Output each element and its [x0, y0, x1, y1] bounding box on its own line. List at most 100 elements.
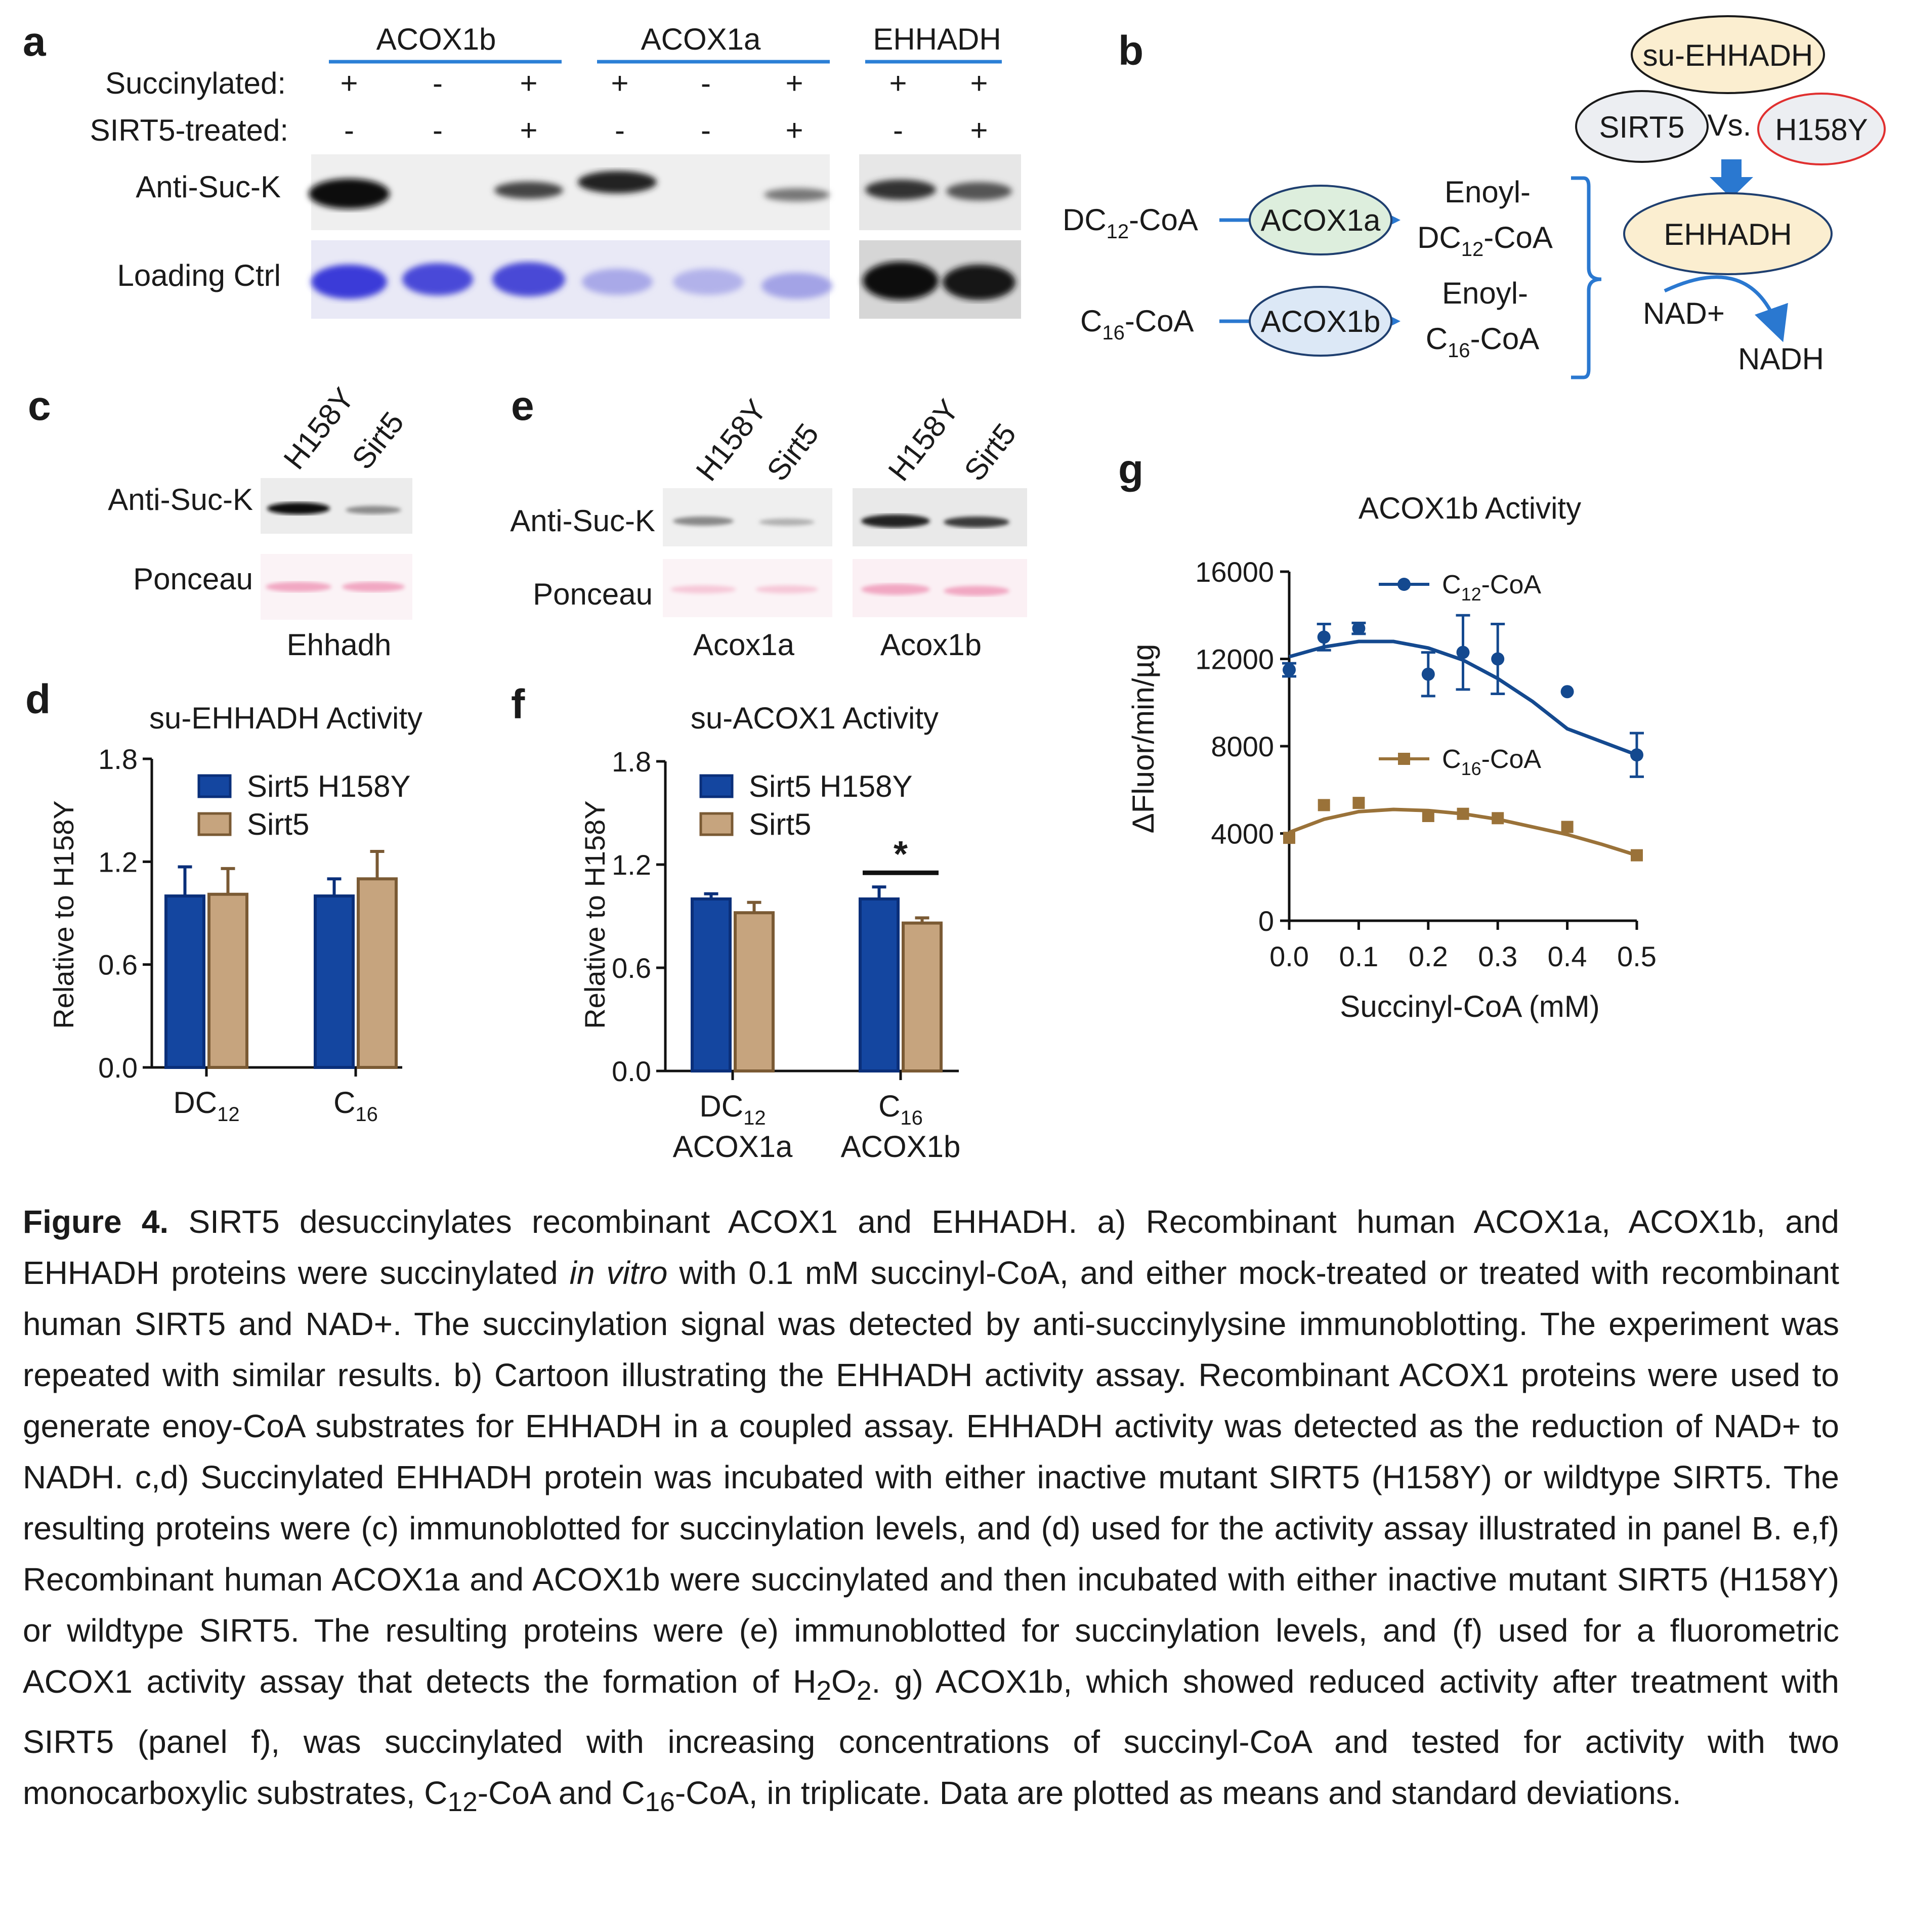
bar — [164, 894, 205, 1069]
row-label-ponceau: Ponceau — [133, 562, 253, 596]
enzyme-acox1a-oval — [1249, 185, 1392, 255]
data-point — [1352, 797, 1365, 809]
bar — [357, 877, 398, 1069]
x-tick-label: 0.4 — [1548, 940, 1587, 972]
lane-label-sirt5: Sirt5 — [345, 406, 410, 476]
y-tick-label: 1.2 — [98, 846, 138, 878]
significance-star: * — [894, 834, 908, 875]
down-arrow-icon — [1710, 159, 1753, 198]
su-ehhadh-label: su-EHHADH — [1643, 38, 1813, 72]
panel-g-label: g — [1118, 446, 1143, 492]
sign-cell: - — [701, 113, 711, 147]
data-point — [1560, 685, 1574, 699]
panel-d-label: d — [25, 676, 51, 722]
protein-label-acox1a: Acox1a — [693, 628, 795, 662]
x-tick-label-sub: 12 — [743, 1107, 766, 1129]
bar — [859, 897, 900, 1072]
x-tick-label: 0.1 — [1339, 940, 1378, 972]
legend-marker — [1397, 578, 1411, 591]
caption-sub: 2 — [816, 1676, 832, 1706]
y-tick-label: 0 — [1258, 905, 1274, 937]
group-label-acox1a: ACOX1a — [641, 22, 761, 56]
y-axis-label: Relative to H158Y — [579, 800, 611, 1028]
group-label-ehhadh: EHHADH — [873, 22, 1001, 56]
legend-label: C16-CoA — [1442, 745, 1541, 779]
data-point — [1631, 849, 1643, 862]
caption-text: -CoA, in triplicate. Data are plotted as… — [674, 1774, 1681, 1811]
x-tick-label-line2: ACOX1b — [841, 1130, 961, 1164]
sign-row-succinylated: + - + + - + + + — [340, 66, 988, 100]
vs-label: Vs. — [1708, 108, 1752, 142]
sign-cell: + — [970, 113, 988, 147]
sign-cell: + — [889, 66, 907, 100]
y-axis-label: Relative to H158Y — [48, 800, 79, 1028]
blot-loading-ctrl — [311, 240, 1021, 319]
legend-label-main: C — [1442, 570, 1461, 599]
row-label-anti-suc-k: Anti-Suc-K — [108, 483, 253, 517]
data-point — [1421, 667, 1435, 681]
bar — [734, 911, 775, 1072]
bar — [207, 892, 248, 1069]
sign-cell: + — [785, 66, 803, 100]
x-tick-label: 0.5 — [1617, 940, 1657, 972]
panel-d: d su-EHHADH Activity Relative to H158Y 0… — [25, 676, 422, 1126]
su-ehhadh-oval — [1631, 15, 1825, 94]
nadh-label: NADH — [1738, 342, 1824, 376]
data-point — [1456, 646, 1470, 659]
h158y-oval — [1757, 93, 1886, 165]
legend-swatch — [699, 774, 734, 798]
data-point — [1457, 807, 1469, 820]
lane-label-h158y: H158Y — [277, 381, 361, 476]
x-tick-label: DC12 — [173, 1086, 239, 1126]
panel-a-label: a — [23, 19, 47, 65]
bracket — [1571, 176, 1602, 379]
figure: a ACOX1b ACOX1a EHHADH Succinylated: SIR… — [23, 15, 1886, 1164]
x-tick-label: 0.3 — [1478, 940, 1517, 972]
sign-cell: + — [520, 66, 537, 100]
legend-label-sub: 12 — [1461, 584, 1481, 605]
sign-cell: - — [615, 113, 625, 147]
caption-text: with 0.1 mM succinyl-CoA, and either moc… — [23, 1255, 1840, 1700]
panel-a: a ACOX1b ACOX1a EHHADH Succinylated: SIR… — [23, 19, 1021, 319]
panel-e: e H158Y Sirt5 H158Y Sirt5 Anti-Suc-K Pon… — [510, 383, 1027, 662]
row-label-anti-suc-k: Anti-Suc-K — [136, 170, 281, 204]
data-point — [1318, 799, 1330, 811]
row-label-loading-ctrl: Loading Ctrl — [117, 259, 281, 292]
enzyme-acox1b-label: ACOX1b — [1261, 305, 1381, 338]
lane-label-h158y: H158Y — [881, 393, 965, 487]
x-tick-label: 0.0 — [1269, 940, 1309, 972]
enzyme-acox1a-label: ACOX1a — [1261, 203, 1381, 237]
h158y-label: H158Y — [1775, 113, 1868, 147]
chart-title: ACOX1b Activity — [1359, 491, 1581, 525]
caption-title: Figure 4. — [23, 1204, 169, 1240]
data-point — [1283, 832, 1295, 844]
legend-swatch — [197, 812, 232, 836]
x-tick-label-main: DC — [699, 1089, 743, 1123]
x-tick-label: C16 — [878, 1089, 923, 1129]
caption-text: O — [831, 1663, 857, 1700]
x-tick-label-sub: 16 — [355, 1103, 378, 1126]
caption-italic: in vitro — [569, 1255, 668, 1291]
product-enoyl-dc12-line2: DC12-CoA — [1417, 221, 1553, 261]
sign-cell: - — [893, 113, 903, 147]
group-label-acox1b: ACOX1b — [376, 22, 496, 56]
ehhadh-label: EHHADH — [1664, 218, 1792, 251]
lane-label-sirt5: Sirt5 — [760, 417, 825, 487]
data-point — [1491, 652, 1505, 666]
data-point — [1492, 812, 1504, 825]
sign-cell: - — [701, 66, 711, 100]
y-tick-label: 8000 — [1211, 731, 1274, 762]
panel-e-label: e — [511, 383, 534, 429]
substrate-c16-coa: C16-CoA — [1080, 304, 1194, 344]
caption-sub: 12 — [447, 1787, 478, 1817]
caption-text: . g) ACOX1b, which showed reduced activi… — [23, 1663, 1840, 1811]
row-label-sirt5-treated: SIRT5-treated: — [90, 113, 288, 147]
legend-marker — [1398, 753, 1410, 765]
x-axis-label: Succinyl-CoA (mM) — [1340, 990, 1599, 1023]
sign-cell: + — [340, 66, 358, 100]
y-tick-label: 0.6 — [98, 949, 138, 981]
data-point — [1630, 748, 1643, 762]
legend-label: C12-CoA — [1442, 570, 1541, 605]
